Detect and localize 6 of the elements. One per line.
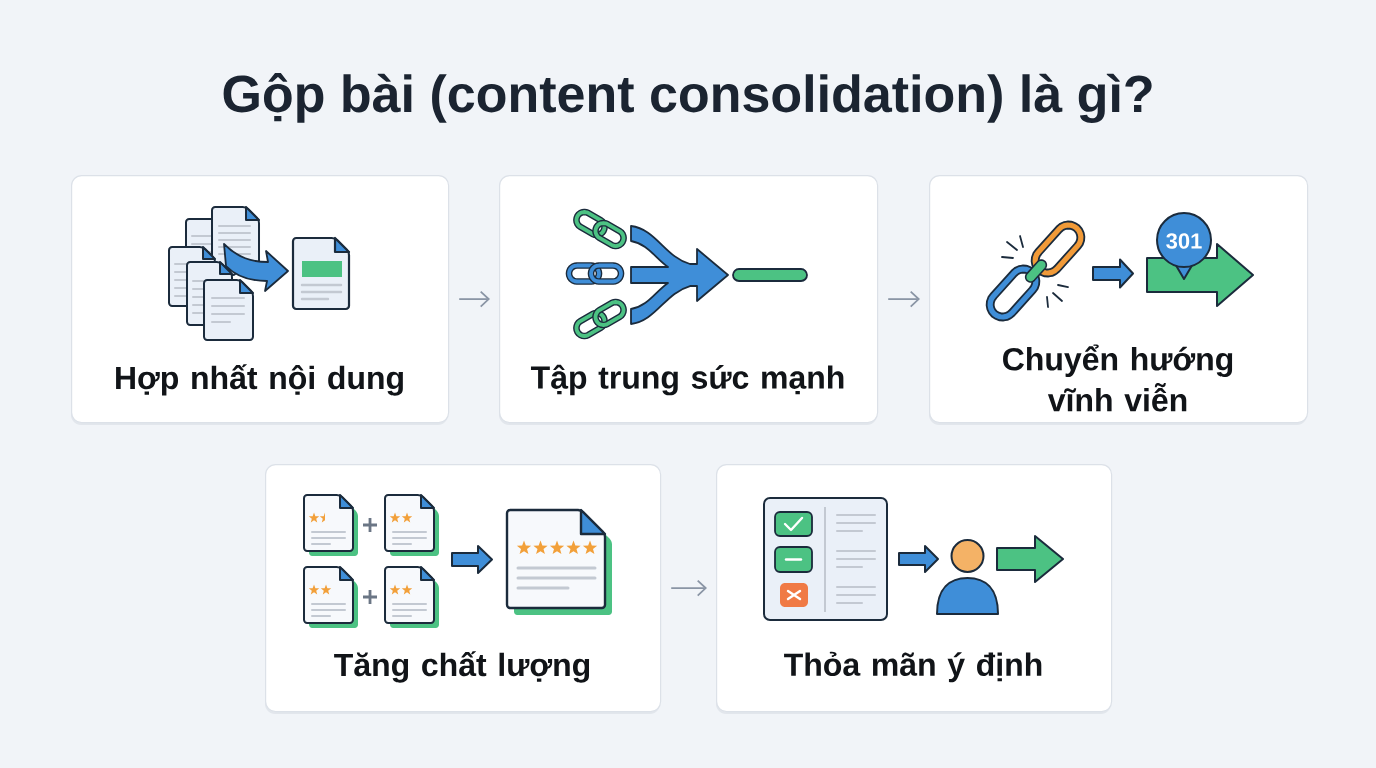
speech-bubble: 301 xyxy=(1156,212,1212,280)
arrow xyxy=(670,579,707,597)
step-card: Tập trung sức mạnh xyxy=(499,175,879,425)
arrow xyxy=(887,290,920,308)
title: Gộp bài (content consolidation) là gì? xyxy=(223,73,1152,123)
arrow xyxy=(458,290,490,308)
